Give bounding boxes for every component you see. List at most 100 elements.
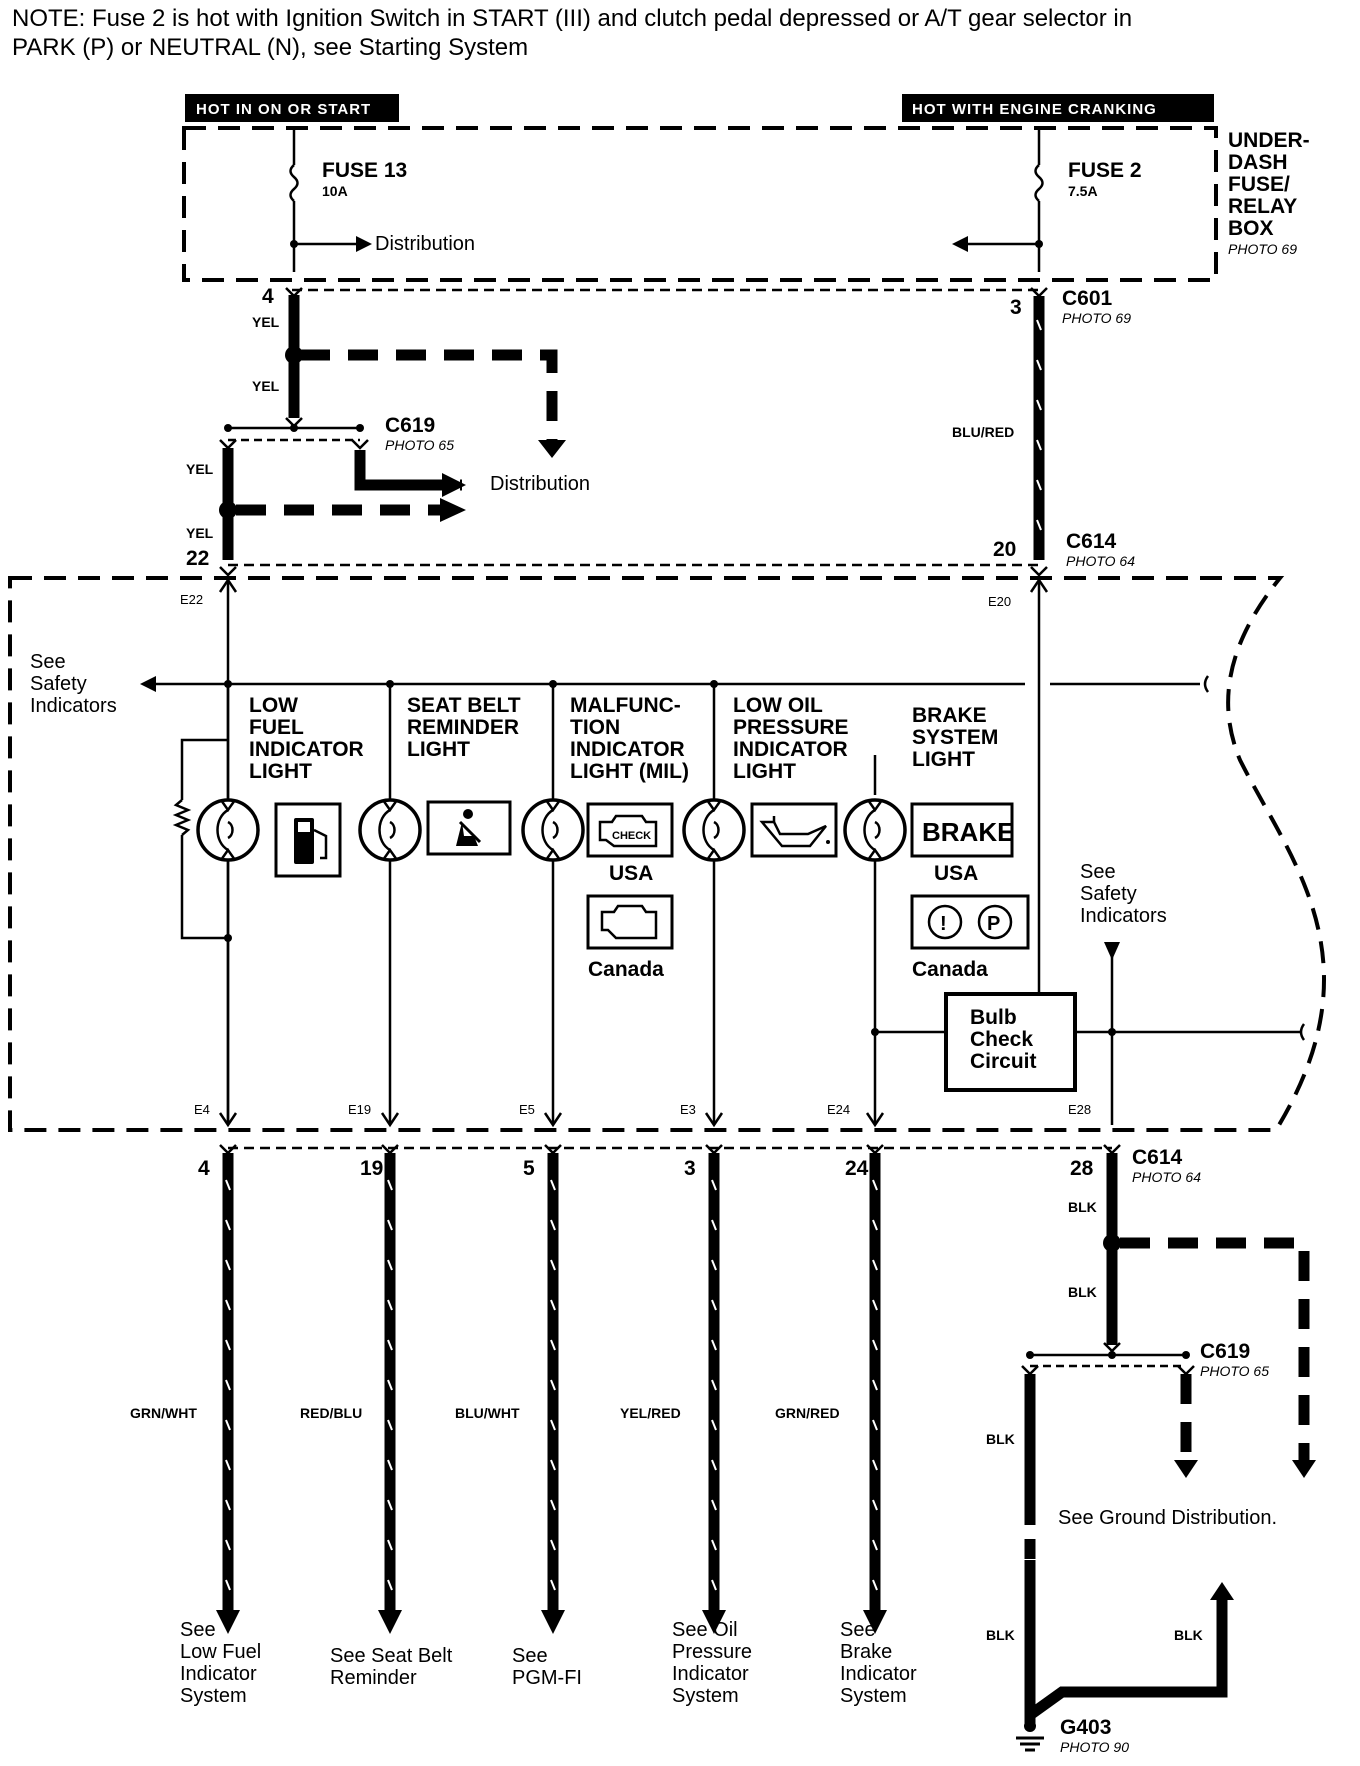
pin-mil: 5	[523, 1157, 535, 1180]
label-brake: BRAKE SYSTEM LIGHT	[912, 704, 998, 771]
svg-text:FUSE 2: FUSE 2	[1068, 159, 1142, 182]
wire-color-mil: BLU/WHT	[455, 1405, 520, 1421]
svg-text:See Oil: See Oil	[672, 1619, 738, 1641]
svg-text:See: See	[1080, 861, 1116, 883]
svg-text:UNDER-: UNDER-	[1228, 129, 1310, 152]
distribution-label-fuse-box: Distribution	[375, 233, 475, 255]
note-line-1: NOTE: Fuse 2 is hot with Ignition Switch…	[12, 5, 1132, 32]
header-hot-in-on-or-start: HOT IN ON OR START	[185, 94, 399, 122]
check-engine-canada-icon: Canada	[586, 894, 674, 981]
fuel-pump-icon	[274, 802, 342, 878]
svg-text:E28: E28	[1068, 1102, 1091, 1117]
svg-text:See: See	[840, 1619, 876, 1641]
svg-text:See: See	[512, 1645, 548, 1667]
svg-text:Indicators: Indicators	[30, 695, 117, 717]
svg-text:INDICATOR: INDICATOR	[570, 738, 685, 761]
svg-text:PRESSURE: PRESSURE	[733, 716, 849, 739]
svg-text:LIGHT: LIGHT	[912, 748, 975, 771]
pin-seat-belt: 19	[360, 1157, 383, 1180]
terminal-seat-belt: E19	[348, 1102, 371, 1117]
svg-text:PHOTO 64: PHOTO 64	[1066, 553, 1135, 569]
svg-text:BLK: BLK	[986, 1627, 1015, 1643]
svg-text:BLK: BLK	[1174, 1627, 1203, 1643]
bulb-mil	[521, 684, 585, 1128]
svg-text:System: System	[840, 1685, 907, 1707]
svg-text:See: See	[30, 651, 66, 673]
brake-word-icon: BRAKE USA	[910, 802, 1014, 885]
brake-canada-label: Canada	[912, 958, 988, 981]
svg-text:Brake: Brake	[840, 1641, 892, 1663]
mil-usa-label: USA	[609, 862, 653, 885]
terminal-low-oil: E3	[680, 1102, 696, 1117]
note-line-2: PARK (P) or NEUTRAL (N), see Starting Sy…	[12, 34, 528, 61]
bulb-low-oil	[682, 684, 746, 1128]
output-wire-mil	[541, 1144, 565, 1634]
low-fuel-resistor	[172, 738, 232, 942]
oil-can-icon	[750, 802, 838, 858]
svg-text:G403: G403	[1060, 1716, 1111, 1739]
wire-color-low-oil: YEL/RED	[620, 1405, 681, 1421]
svg-text:System: System	[180, 1685, 247, 1707]
output-wire-low-oil	[702, 1144, 726, 1634]
svg-text:PHOTO 64: PHOTO 64	[1132, 1169, 1201, 1185]
fuse-2: FUSE 2 7.5A	[952, 128, 1142, 272]
svg-text:YEL: YEL	[252, 314, 280, 330]
mil-canada-label: Canada	[588, 958, 664, 981]
ground-symbol-icon	[1016, 1720, 1044, 1752]
svg-text:C601: C601	[1062, 287, 1113, 310]
see-ground-distribution: See Ground Distribution.	[1058, 1507, 1277, 1529]
gauge-assembly-outline	[8, 576, 1326, 1132]
svg-text:BRAKE: BRAKE	[922, 817, 1014, 847]
svg-text:PHOTO 65: PHOTO 65	[385, 437, 454, 453]
svg-text:YEL: YEL	[186, 525, 214, 541]
connector-c601: 4 3 C601 PHOTO 69	[262, 285, 1131, 326]
svg-text:Safety: Safety	[1080, 883, 1137, 905]
svg-text:LIGHT (MIL): LIGHT (MIL)	[570, 760, 689, 783]
svg-text:Circuit: Circuit	[970, 1050, 1037, 1073]
svg-text:LOW OIL: LOW OIL	[733, 694, 823, 717]
svg-text:HOT WITH ENGINE CRANKING: HOT WITH ENGINE CRANKING	[912, 101, 1157, 118]
svg-text:C614: C614	[1066, 530, 1117, 553]
blu-red-wire: BLU/RED	[952, 287, 1048, 560]
svg-text:PGM-FI: PGM-FI	[512, 1667, 582, 1689]
svg-text:BRAKE: BRAKE	[912, 704, 987, 727]
svg-text:FUEL: FUEL	[249, 716, 304, 739]
svg-text:PHOTO 69: PHOTO 69	[1228, 241, 1297, 257]
terminal-brake: E24	[827, 1102, 850, 1117]
svg-text:Low Fuel: Low Fuel	[180, 1641, 261, 1663]
svg-text:SEAT BELT: SEAT BELT	[407, 694, 521, 717]
svg-text:LIGHT: LIGHT	[249, 760, 312, 783]
svg-text:REMINDER: REMINDER	[407, 716, 519, 739]
svg-text:Indicator: Indicator	[180, 1663, 257, 1685]
bulb-seat-belt	[358, 684, 422, 1128]
svg-text:Indicators: Indicators	[1080, 905, 1167, 927]
svg-text:Pressure: Pressure	[672, 1641, 752, 1663]
seat-belt-icon	[426, 800, 512, 856]
fuse-13: FUSE 13 10A Distribution	[289, 128, 475, 272]
svg-text:7.5A: 7.5A	[1068, 183, 1098, 199]
yel-to-c614: YEL YEL	[186, 439, 466, 560]
svg-text:C614: C614	[1132, 1146, 1183, 1169]
svg-text:PHOTO 69: PHOTO 69	[1062, 310, 1131, 326]
distribution-label-mid: Distribution	[490, 473, 590, 495]
yel-feed-wire: YEL YEL	[252, 287, 566, 458]
svg-text:4: 4	[262, 285, 274, 308]
svg-text:10A: 10A	[322, 183, 348, 199]
wire-color-brake: GRN/RED	[775, 1405, 840, 1421]
check-engine-icon: CHECK USA	[586, 802, 674, 885]
svg-text:Safety: Safety	[30, 673, 87, 695]
svg-text:!: !	[940, 913, 947, 935]
svg-text:System: System	[672, 1685, 739, 1707]
svg-text:20: 20	[993, 538, 1016, 561]
svg-text:C619: C619	[1200, 1340, 1250, 1363]
svg-text:3: 3	[1010, 296, 1022, 319]
pin-low-fuel: 4	[198, 1157, 210, 1180]
svg-text:FUSE 13: FUSE 13	[322, 159, 407, 182]
see-safety-indicators-left: See Safety Indicators	[30, 651, 117, 717]
